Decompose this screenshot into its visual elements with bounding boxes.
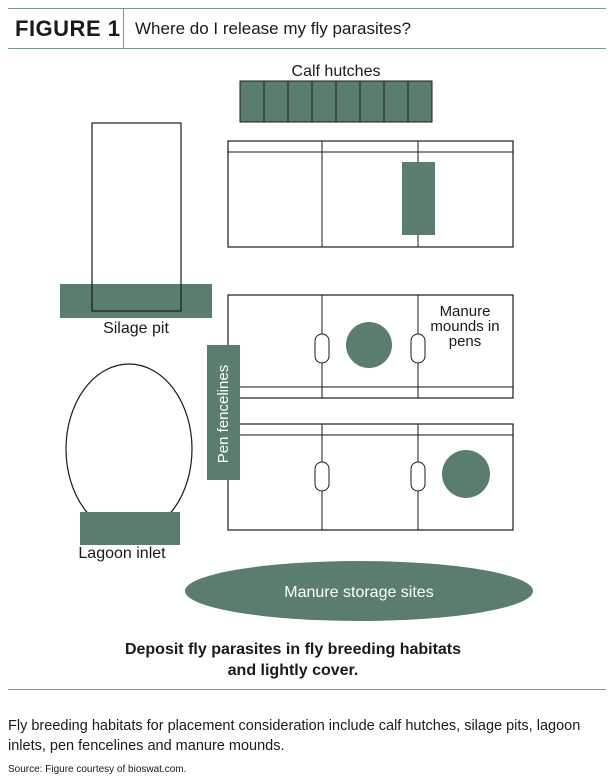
water-trough — [314, 461, 330, 492]
farm-diagram: Calf hutches Silage pit — [60, 63, 533, 679]
silage-pit-outline — [91, 122, 182, 312]
lagoon-inlet-band — [80, 512, 180, 545]
silage-pit-band — [60, 284, 212, 318]
bottom-rule — [8, 689, 606, 690]
water-trough — [410, 333, 426, 364]
manure-storage-label: Manure storage sites — [284, 584, 433, 601]
instruction-line2: and lightly cover. — [228, 662, 359, 679]
hutch-pen-habitat — [402, 162, 435, 235]
lagoon — [65, 363, 193, 545]
figure-source: Source: Figure courtesy of bioswat.com. — [8, 764, 187, 775]
figure-caption: Fly breeding habitats for placement cons… — [8, 718, 581, 754]
manure-mound — [346, 322, 392, 368]
lagoon-inlet-label: Lagoon inlet — [78, 545, 166, 562]
manure-mounds-label-line1: Manure — [440, 303, 491, 320]
silage-pit-label: Silage pit — [103, 320, 169, 337]
top-rule — [8, 8, 606, 9]
figure-title: Where do I release my fly parasites? — [135, 19, 411, 38]
figure-label: FIGURE 1 — [15, 16, 121, 41]
instruction-line1: Deposit fly parasites in fly breeding ha… — [125, 641, 461, 658]
barn-middle — [227, 294, 514, 399]
barn-top-outline — [227, 140, 514, 248]
barn-top — [227, 140, 514, 248]
pen-fencelines-band — [207, 345, 240, 480]
manure-mound — [442, 450, 490, 498]
lagoon-outline — [65, 363, 193, 535]
water-trough — [410, 461, 426, 492]
manure-mounds-label-line3: pens — [449, 333, 482, 350]
manure-mounds-label-line2: mounds in — [430, 318, 499, 335]
manure-storage-sites — [185, 561, 533, 621]
calf-hutches-label: Calf hutches — [292, 63, 381, 80]
silage-pit — [60, 122, 212, 318]
header-rule — [8, 48, 606, 49]
barn-bottom — [227, 423, 514, 531]
water-trough — [314, 333, 330, 364]
calf-hutches — [239, 80, 433, 123]
header-divider — [123, 8, 124, 48]
pen-fencelines-label: Pen fencelines — [215, 365, 232, 463]
